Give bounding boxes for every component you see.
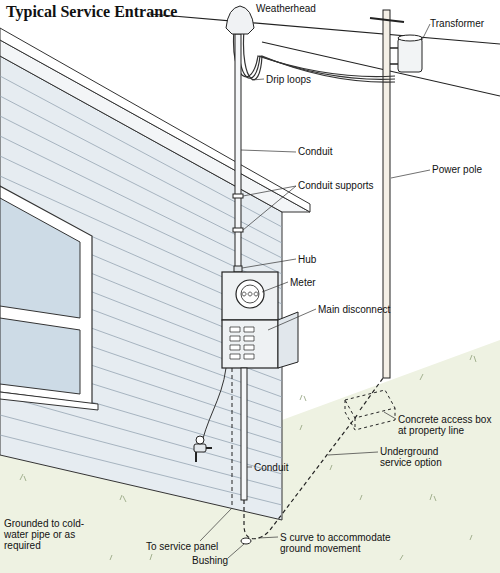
panel-feed xyxy=(232,368,233,506)
part-label: S curve to accommodate ground movement xyxy=(280,532,405,554)
meter-dials xyxy=(242,292,258,296)
conduit xyxy=(235,34,241,268)
part-label: Power pole xyxy=(432,164,482,175)
weatherhead xyxy=(226,6,254,34)
breakers xyxy=(230,327,254,359)
part-label: Weatherhead xyxy=(256,3,316,14)
part-label: Grounded to cold-water pipe or as requir… xyxy=(4,518,86,551)
concrete-access-box-sides xyxy=(345,400,395,430)
disconnect-door xyxy=(278,312,298,368)
window-pane xyxy=(0,198,80,318)
diagram-title: Typical Service Entrance xyxy=(6,3,177,21)
transformer-bracket xyxy=(390,63,398,65)
crossarm xyxy=(370,18,404,22)
part-label: Meter xyxy=(290,277,316,288)
part-label: Hub xyxy=(298,254,316,265)
service-drop-wire xyxy=(238,30,395,79)
transformer-bracket xyxy=(390,47,398,49)
window-sill xyxy=(0,392,98,410)
transformer-lid xyxy=(398,35,422,41)
disconnect-box xyxy=(222,320,278,368)
power-line xyxy=(150,14,500,44)
window-pane xyxy=(0,318,80,394)
part-label: Transformer xyxy=(430,18,484,29)
window-frame xyxy=(0,186,92,404)
faucet-pipe xyxy=(196,448,212,462)
part-label: Conduit supports xyxy=(298,180,374,191)
underground-conduit xyxy=(244,414,358,539)
part-label: Conduit xyxy=(254,462,288,473)
power-pole xyxy=(383,10,390,378)
part-label: To service panel xyxy=(146,541,218,552)
leader-lines xyxy=(200,24,430,558)
conduit xyxy=(241,368,247,500)
part-label: Bushing xyxy=(192,555,228,566)
hub xyxy=(234,266,242,272)
part-label: Drip loops xyxy=(266,74,311,85)
meter-face xyxy=(241,285,259,303)
conduit-strap xyxy=(233,228,243,232)
underground-cable xyxy=(360,378,383,410)
faucet-body xyxy=(194,444,206,452)
transformer xyxy=(398,38,422,72)
faucet-handle xyxy=(196,436,204,444)
bushing xyxy=(241,538,251,544)
meter-box xyxy=(222,272,278,320)
conduit-strap xyxy=(233,194,243,198)
meter-glass xyxy=(236,280,264,308)
part-label: Main disconnect xyxy=(318,304,390,315)
part-label: Concrete access box at property line xyxy=(398,414,498,436)
part-label: Underground service option xyxy=(380,446,460,468)
fascia xyxy=(0,28,310,212)
part-label: Conduit xyxy=(298,146,332,157)
